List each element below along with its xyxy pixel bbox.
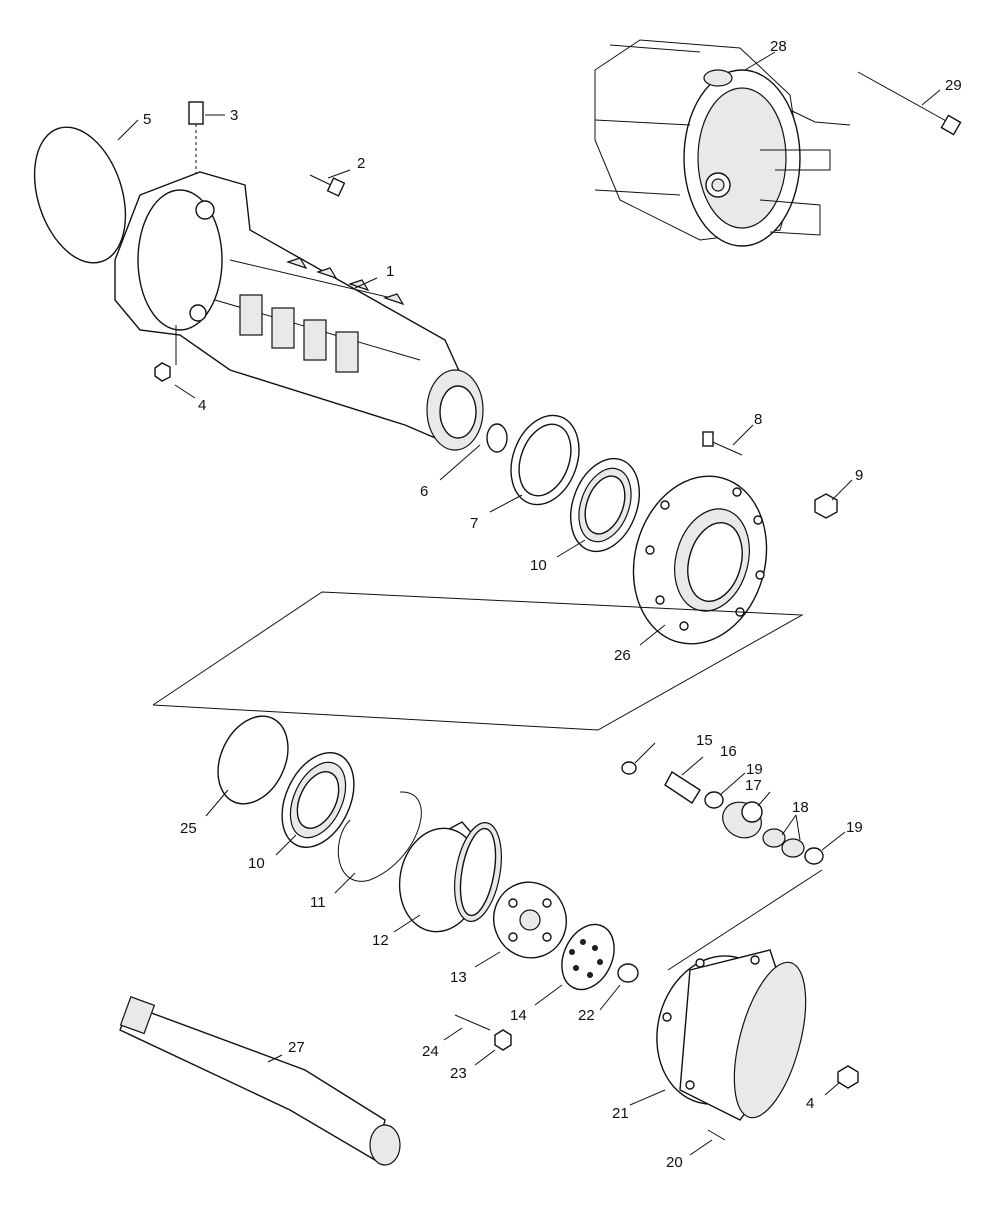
callout-4-lower: 4 (806, 1095, 814, 1112)
part-17-roller-bearing (722, 801, 763, 839)
callout-15: 15 (696, 732, 713, 749)
part-5-o-ring (33, 126, 127, 264)
callout-6: 6 (420, 483, 428, 500)
part-1-axle-housing (114, 171, 484, 451)
callout-5: 5 (143, 111, 151, 128)
part-26-wheel-hub (632, 475, 768, 645)
part-19-washer-lower (804, 847, 824, 865)
callout-1: 1 (386, 263, 394, 280)
callout-9: 9 (855, 467, 863, 484)
callout-3: 3 (230, 107, 238, 124)
part-20-screw (707, 1129, 726, 1141)
callout-10-upper: 10 (530, 557, 547, 574)
callout-13: 13 (450, 969, 467, 986)
part-16-pin (664, 771, 701, 804)
part-13-planet-carrier (493, 881, 567, 959)
callout-16: 16 (720, 743, 737, 760)
callout-19-upper: 19 (746, 761, 763, 778)
part-29-bolt (857, 71, 962, 136)
callout-11: 11 (310, 894, 326, 911)
part-18-bearings (762, 828, 805, 858)
callout-labels: 1 2 3 4 5 6 7 8 9 10 26 25 10 11 12 13 1… (143, 38, 962, 1171)
callout-27: 27 (288, 1039, 305, 1056)
part-23-nut (494, 1029, 512, 1051)
callout-19-lower: 19 (846, 819, 863, 836)
callout-24: 24 (422, 1043, 439, 1060)
callout-12: 12 (372, 932, 389, 949)
callout-21: 21 (612, 1105, 629, 1122)
callout-2: 2 (357, 155, 365, 172)
part-15-ring (621, 761, 637, 775)
callout-20: 20 (666, 1154, 683, 1171)
callout-28: 28 (770, 38, 787, 55)
callout-22: 22 (578, 1007, 595, 1024)
callout-26: 26 (614, 647, 631, 664)
part-28-housing-end (594, 39, 851, 247)
part-12-ring-gear (398, 821, 502, 933)
part-11-snap-ring (337, 791, 422, 882)
part-3-screw (188, 101, 204, 200)
callout-8: 8 (754, 411, 762, 428)
callout-18: 18 (792, 799, 809, 816)
assembly-bracket (152, 591, 804, 731)
callout-7: 7 (470, 515, 478, 532)
callout-14: 14 (510, 1007, 527, 1024)
part-2-bolt (309, 174, 346, 197)
part-9-nut (814, 493, 838, 519)
callout-10-lower: 10 (248, 855, 265, 872)
part-4-nut-lower (837, 1065, 859, 1089)
part-4-nut (154, 362, 171, 382)
part-22-washer (617, 963, 639, 983)
callout-4: 4 (198, 397, 206, 414)
part-10-bearing-lower (281, 752, 355, 848)
callout-25: 25 (180, 820, 197, 837)
part-8-stud (702, 431, 743, 456)
callout-17: 17 (745, 777, 762, 794)
part-7-seal (510, 414, 580, 506)
part-21-hub-cover (656, 949, 807, 1121)
part-10-bearing-upper (570, 457, 640, 553)
part-27-axle-shaft (119, 996, 401, 1166)
part-14-thrust-plate (561, 923, 615, 991)
part-24-pin (454, 1014, 491, 1031)
callout-29: 29 (945, 77, 962, 94)
callout-23: 23 (450, 1065, 467, 1082)
part-6-ring (486, 423, 508, 453)
part-19-washer-upper (704, 791, 724, 809)
leader-lines (117, 51, 941, 1156)
part-25-o-ring (217, 715, 289, 805)
